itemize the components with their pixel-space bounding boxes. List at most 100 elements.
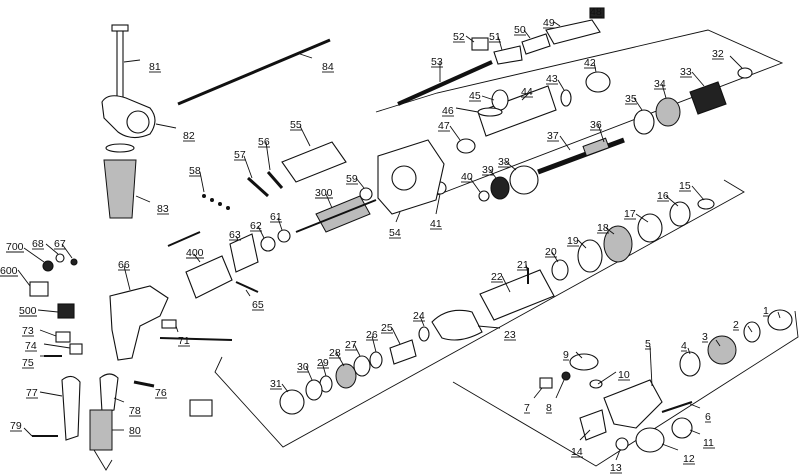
part-number-label: 500 — [19, 305, 37, 317]
part-23 — [431, 309, 483, 341]
part-number-label: 14 — [571, 446, 583, 458]
ring-27 — [353, 355, 371, 377]
part-number-label: 25 — [381, 322, 393, 334]
grip-83 — [103, 159, 137, 219]
part-73 — [55, 331, 71, 343]
callout-26: 26 — [366, 329, 378, 353]
callout-83: 83 — [135, 195, 169, 215]
leader-line-59 — [355, 177, 365, 189]
callout-300: 300 — [315, 187, 333, 209]
part-number-label: 34 — [654, 78, 666, 90]
switch-71 — [161, 319, 177, 329]
callout-57: 57 — [234, 149, 253, 179]
leader-line-58 — [199, 171, 205, 193]
callout-16: 16 — [657, 190, 679, 207]
leader-line-78 — [113, 397, 125, 403]
part-number-label: 5 — [645, 338, 651, 350]
callout-700: 700 — [6, 241, 45, 263]
parts — [29, 7, 793, 471]
ring-47 — [456, 138, 476, 154]
part-number-label: 59 — [346, 173, 358, 185]
pin-56 — [266, 171, 284, 189]
ring-10 — [589, 379, 603, 389]
spring-4 — [679, 351, 701, 377]
part-number-label: 66 — [118, 259, 130, 271]
washer-46 — [477, 107, 503, 117]
callout-27: 27 — [345, 339, 361, 357]
screw-65 — [235, 281, 259, 293]
tube-22 — [479, 269, 555, 321]
leader-line-8 — [555, 379, 565, 399]
callout-55: 55 — [290, 119, 311, 147]
part-number-label: 45 — [469, 90, 481, 102]
leader-line-61 — [277, 217, 283, 231]
callout-35: 35 — [625, 93, 643, 111]
part-68 — [55, 253, 65, 263]
leader-line-46 — [455, 107, 479, 113]
callout-80: 80 — [112, 425, 141, 437]
leader-line-34 — [661, 83, 667, 99]
callout-44: 44 — [521, 86, 533, 101]
part-number-label: 54 — [389, 227, 401, 239]
leader-line-83 — [135, 195, 151, 203]
leader-line-9 — [575, 351, 583, 359]
part-number-label: 67 — [54, 238, 66, 250]
leader-line-26 — [371, 335, 377, 353]
part-number-label: 10 — [618, 369, 630, 381]
leader-line-51 — [497, 35, 503, 51]
leader-line-47 — [449, 125, 461, 141]
callout-61: 61 — [270, 211, 283, 231]
leader-line-65 — [245, 289, 251, 297]
callout-600: 600 — [0, 265, 31, 287]
part-number-label: 40 — [461, 171, 473, 183]
part-50 — [521, 33, 551, 55]
housing-5 — [603, 379, 663, 429]
part-number-label: 4 — [681, 340, 687, 352]
leader-line-32 — [729, 55, 743, 69]
callout-59: 59 — [346, 173, 365, 189]
callout-34: 34 — [654, 78, 667, 99]
plate-63 — [229, 233, 259, 273]
gear-37 — [582, 137, 610, 157]
callout-10: 10 — [597, 369, 630, 385]
leader-line-77 — [39, 391, 63, 397]
part-number-label: 13 — [610, 462, 622, 474]
callout-68: 68 — [32, 238, 59, 255]
leader-line-11 — [689, 429, 701, 435]
part-number-label: 37 — [547, 130, 559, 142]
leader-line-5 — [649, 345, 653, 387]
callout-43: 43 — [546, 73, 565, 91]
leader-line-18 — [605, 227, 615, 235]
callout-48: 48 — [590, 6, 602, 18]
clamp-ring-82 — [126, 110, 150, 134]
part-number-label: 600 — [0, 265, 18, 277]
part-600 — [29, 281, 49, 297]
bearing-62 — [260, 236, 276, 252]
rod-84 — [177, 38, 331, 106]
part-number-label: 29 — [317, 357, 329, 369]
part-number-label: 8 — [546, 402, 552, 414]
ring-20 — [551, 259, 569, 281]
leader-line-84 — [299, 53, 313, 59]
leader-line-82 — [155, 123, 177, 129]
part-number-label: 38 — [498, 156, 510, 168]
gear-18 — [603, 225, 633, 263]
ring-26 — [369, 351, 383, 369]
part-number-label: 15 — [679, 180, 691, 192]
part-number-label: 2 — [733, 319, 739, 331]
part-45 — [491, 89, 509, 111]
part-number-label: 30 — [297, 361, 309, 373]
part-number-label: 48 — [590, 6, 602, 18]
callout-39: 39 — [482, 164, 497, 179]
pin-57 — [246, 176, 270, 198]
knob-9 — [569, 353, 599, 371]
leader-line-71 — [175, 325, 179, 333]
callout-78: 78 — [113, 397, 141, 417]
part-number-label: 19 — [567, 235, 579, 247]
callout-84: 84 — [299, 53, 334, 73]
leader-line-62 — [257, 225, 265, 239]
callout-400: 400 — [186, 247, 204, 263]
shaft-36 — [537, 137, 625, 175]
callout-49: 49 — [543, 17, 561, 29]
callout-56: 56 — [258, 136, 271, 171]
